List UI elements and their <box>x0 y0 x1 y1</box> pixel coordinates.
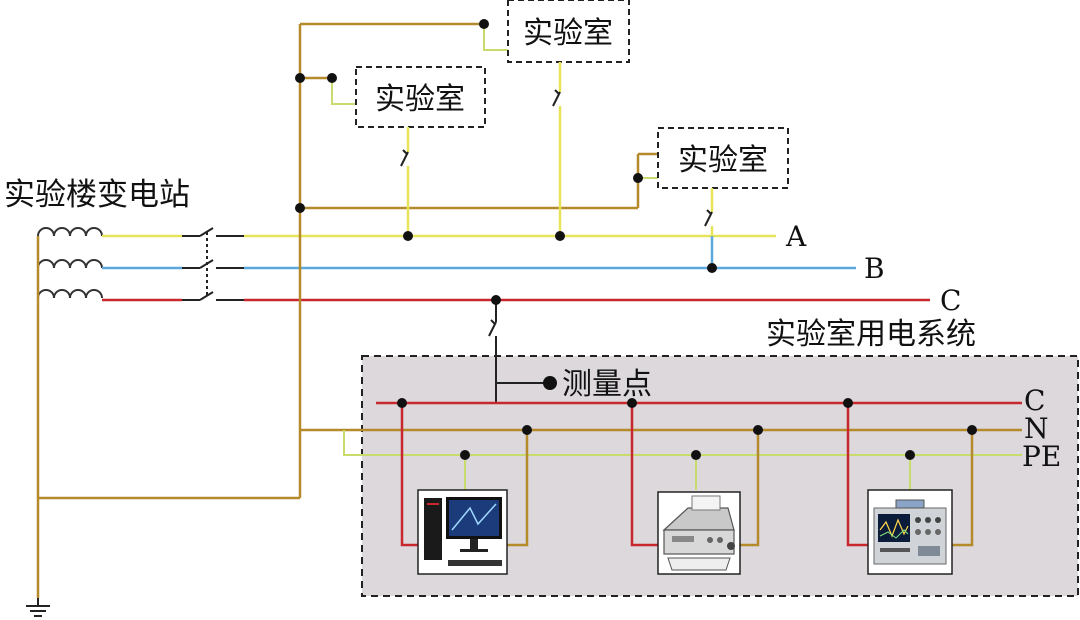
lab-box-2: 实验室 <box>355 66 486 128</box>
junction-dots <box>295 19 977 460</box>
transformer-coils <box>37 227 103 299</box>
lab-feeders <box>406 62 714 236</box>
phase-c-label: C <box>940 284 961 317</box>
lab-label-2: 实验室 <box>375 82 465 117</box>
lab-box-3: 实验室 <box>657 127 789 189</box>
lab-switches <box>400 89 713 227</box>
ground-icon <box>26 598 50 617</box>
lab-label-1: 实验室 <box>523 16 613 51</box>
transformer-neutral <box>36 236 300 598</box>
system-label: 实验室用电系统 <box>766 317 976 352</box>
phase-b-label: B <box>864 252 885 285</box>
substation-title: 实验楼变电站 <box>4 177 190 213</box>
equipment-wiring <box>400 403 974 547</box>
bus-pe-label: PE <box>1022 440 1061 473</box>
bus-c-label: C <box>1024 384 1045 417</box>
system-bus-pe <box>343 430 1022 456</box>
bus-n-label: N <box>1024 412 1049 445</box>
printer-icon <box>657 491 741 575</box>
main-breaker <box>182 227 244 301</box>
oscilloscope-icon <box>867 489 953 575</box>
lab-label-3: 实验室 <box>678 143 768 178</box>
phase-a-label: A <box>785 220 807 253</box>
lab-box-1: 实验室 <box>507 0 630 63</box>
measurement-point-marker <box>543 376 557 390</box>
neutral-trunk <box>298 22 1022 498</box>
computer-icon <box>417 489 508 575</box>
measurement-point-label: 测量点 <box>562 367 652 402</box>
